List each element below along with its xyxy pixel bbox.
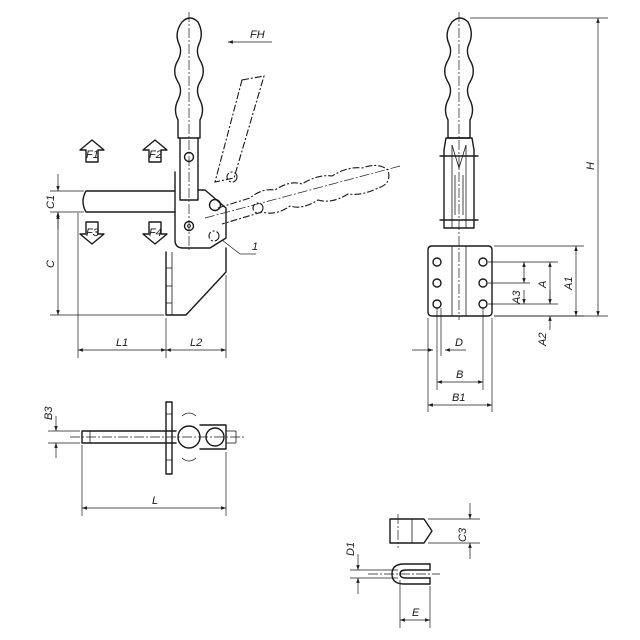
force-arrow-f2: F2 bbox=[142, 139, 168, 163]
label-b3: B3 bbox=[43, 406, 55, 420]
label-h: H bbox=[585, 162, 597, 170]
svg-text:F2: F2 bbox=[149, 149, 162, 161]
force-arrow-f1: F1 bbox=[79, 139, 105, 163]
handle-arm bbox=[179, 137, 199, 201]
pivot-pin bbox=[208, 198, 222, 212]
top-pivot-hub bbox=[177, 425, 201, 449]
label-c1: C1 bbox=[45, 195, 57, 209]
side-view: H A1 A A3 A2 D B B1 bbox=[412, 12, 608, 412]
top-clamping-bar bbox=[81, 430, 177, 444]
clamp-body bbox=[174, 171, 227, 249]
label-c: C bbox=[45, 260, 57, 268]
label-a1: A1 bbox=[563, 277, 575, 291]
label-l2: L2 bbox=[190, 337, 202, 349]
label-e: E bbox=[412, 607, 420, 619]
label-b1: B1 bbox=[452, 392, 465, 404]
label-b: B bbox=[456, 369, 463, 381]
label-d1: D1 bbox=[345, 542, 357, 556]
label-a3: A3 bbox=[511, 290, 523, 305]
label-fh: FH bbox=[250, 29, 265, 41]
front-view: 1 FH F1 F2 F3 F4 C1 C bbox=[45, 12, 401, 358]
label-d: D bbox=[455, 337, 463, 349]
label-l1: L1 bbox=[116, 337, 128, 349]
svg-text:F4: F4 bbox=[149, 227, 162, 239]
label-a2: A2 bbox=[537, 333, 549, 347]
side-base-plate bbox=[427, 245, 493, 317]
label-c3: C3 bbox=[457, 527, 469, 542]
svg-text:F1: F1 bbox=[86, 149, 99, 161]
label-l: L bbox=[152, 495, 158, 507]
force-arrow-f3: F3 bbox=[79, 221, 105, 245]
detail-clevis-end: C3 D1 E bbox=[345, 503, 480, 628]
top-view: B3 L bbox=[43, 401, 244, 516]
open-position-ghost bbox=[204, 75, 401, 225]
callout-1: 1 bbox=[252, 241, 258, 253]
side-handle-grip bbox=[444, 17, 474, 139]
base-plate bbox=[165, 247, 227, 316]
handle-grip bbox=[174, 17, 204, 139]
clamping-bar bbox=[82, 190, 176, 213]
force-arrow-f4: F4 bbox=[142, 221, 168, 245]
svg-text:F3: F3 bbox=[86, 227, 100, 239]
label-a: A bbox=[537, 281, 549, 289]
